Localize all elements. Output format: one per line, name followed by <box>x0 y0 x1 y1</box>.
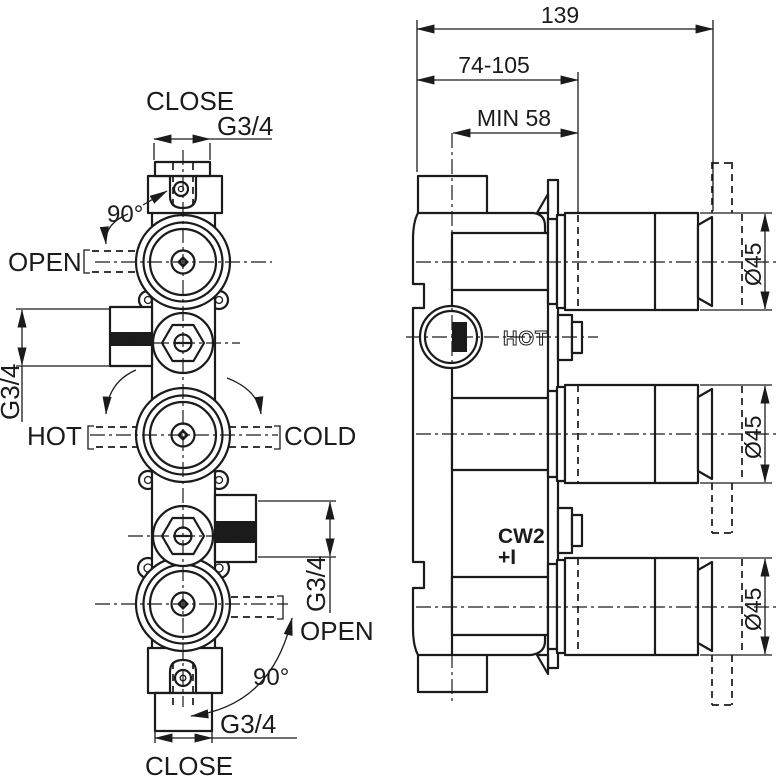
g34-label-right: G3/4 <box>301 556 331 612</box>
side-view <box>411 162 743 706</box>
dim-139: 139 <box>541 2 579 28</box>
lower-hex-stub <box>556 506 584 555</box>
front-annotations <box>16 134 336 743</box>
open-label-top: OPEN <box>8 247 82 277</box>
hot-port-hatch <box>110 332 153 346</box>
hot-bracket <box>87 425 94 450</box>
top-outlet <box>146 160 224 215</box>
open-bracket-top <box>83 249 90 274</box>
hot-label: HOT <box>27 421 82 451</box>
cold-label: COLD <box>284 421 356 451</box>
close-label-top: CLOSE <box>146 86 234 116</box>
g34-label-left: G3/4 <box>0 364 25 420</box>
dim-74-105: 74-105 <box>458 52 530 78</box>
cw2-marking: CW2 <box>498 525 545 548</box>
hot-marking: HOT <box>503 328 548 350</box>
side-body <box>411 174 584 694</box>
cartridge-bottom <box>546 556 743 706</box>
bottom-outlet <box>146 646 224 733</box>
dia45-top: Ø45 <box>740 243 766 286</box>
cartridge-middle <box>546 383 743 534</box>
cold-bracket <box>274 425 281 450</box>
gusset-top <box>535 192 550 215</box>
centerlines <box>90 133 776 707</box>
dia45-bottom: Ø45 <box>740 588 766 631</box>
gusset-bottom <box>535 653 550 676</box>
dim-min-58: MIN 58 <box>477 105 551 131</box>
g34-label-bottom: G3/4 <box>220 709 276 739</box>
angle-arc-bottom <box>190 617 293 719</box>
cold-port-hatch <box>215 521 256 543</box>
cold-arc <box>226 377 264 415</box>
angle-arc-top <box>99 213 129 245</box>
cw2-marking-sub: +I <box>498 546 516 569</box>
angle-label-top: 90° <box>107 201 143 228</box>
close-label-bottom: CLOSE <box>145 751 233 780</box>
angle-leader-top <box>142 190 168 206</box>
angle-label-bottom: 90° <box>253 664 289 691</box>
front-view <box>108 160 258 733</box>
dia45-middle: Ø45 <box>740 416 766 459</box>
open-bracket-bottom <box>277 595 284 620</box>
open-label-bottom: OPEN <box>300 616 374 646</box>
hot-arc <box>102 369 137 415</box>
g34-label-top: G3/4 <box>217 111 273 141</box>
